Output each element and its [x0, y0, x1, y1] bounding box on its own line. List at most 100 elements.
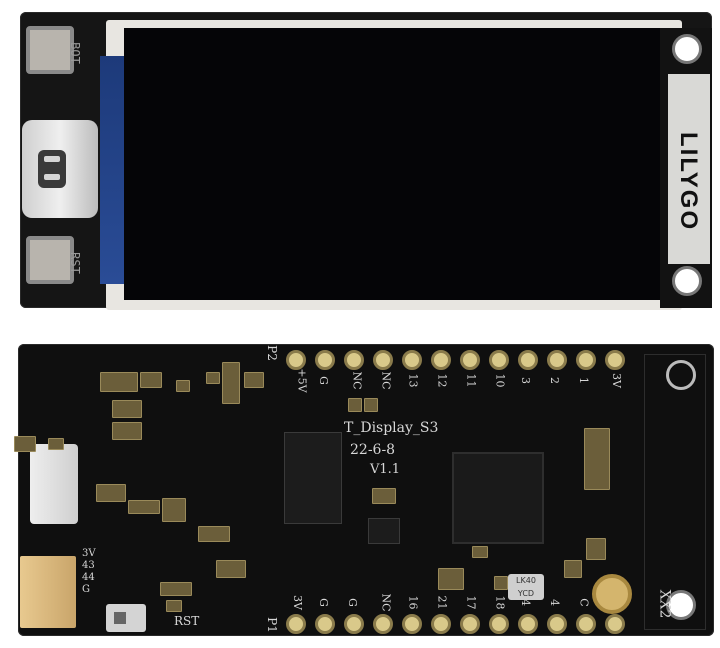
logo-plate	[668, 74, 710, 264]
jst-connector[interactable]	[20, 556, 76, 628]
pin-label: 2	[548, 377, 561, 384]
pin-label: G	[316, 598, 330, 607]
pin-label: 3	[519, 377, 532, 384]
side-pin-label: 44	[82, 572, 95, 583]
smd-part	[348, 398, 362, 412]
pin-label: G	[345, 598, 359, 607]
header-pad	[431, 350, 451, 370]
smd-part	[112, 422, 142, 440]
smd-part	[222, 362, 240, 404]
pin-label: 12	[435, 373, 449, 388]
pin-label: 21	[435, 595, 449, 610]
header-pad	[315, 614, 335, 634]
pin-label: 18	[493, 595, 507, 610]
side-pin-label: 3V	[82, 548, 96, 559]
pin-label: C	[577, 598, 591, 607]
ufl-antenna-connector[interactable]	[592, 574, 632, 614]
header-pad	[489, 614, 509, 634]
smd-part	[162, 498, 186, 522]
header-pad	[460, 350, 480, 370]
antenna-area	[644, 354, 706, 630]
date-text: 22-6-8	[350, 442, 396, 458]
rst-silk-label: RST	[174, 614, 200, 628]
reset-button-label: RST	[67, 252, 82, 274]
smd-part	[372, 488, 396, 504]
pin-label: 13	[406, 373, 420, 388]
smd-part	[564, 560, 582, 578]
mounting-hole	[672, 266, 702, 296]
rst-switch-knob	[114, 612, 126, 624]
smd-part	[176, 380, 190, 392]
usb-connector[interactable]	[30, 444, 78, 524]
header-pad	[402, 350, 422, 370]
pin-label: G	[316, 376, 330, 385]
header-pad	[344, 350, 364, 370]
side-pin-label: G	[82, 584, 90, 595]
smd-part	[14, 436, 36, 452]
side-label: XX2	[656, 589, 673, 619]
pin-label: 11	[464, 373, 478, 388]
smd-part	[584, 428, 610, 490]
usb-c-port[interactable]	[22, 120, 98, 218]
smd-part	[160, 582, 192, 596]
p1-label: P1	[264, 617, 279, 633]
smd-part	[48, 438, 64, 450]
smd-part	[216, 560, 246, 578]
pin-label: 3V	[609, 373, 623, 388]
header-pad	[373, 614, 393, 634]
smd-part	[472, 546, 488, 558]
smd-part	[112, 400, 142, 418]
header-pad	[605, 350, 625, 370]
header-pad	[344, 614, 364, 634]
header-pad	[547, 350, 567, 370]
flash-chip	[284, 432, 342, 524]
brand-logo: LILYGO	[675, 132, 702, 232]
pin-label: 16	[406, 595, 420, 610]
esp32-s3-chip	[452, 452, 544, 544]
antenna-hole	[666, 360, 696, 390]
pin-label: 3V	[290, 595, 304, 610]
small-ic	[368, 518, 400, 544]
mounting-hole	[672, 34, 702, 64]
smd-part	[438, 568, 464, 590]
smd-part	[128, 500, 160, 514]
header-pad	[315, 350, 335, 370]
pin-label: 17	[464, 595, 478, 610]
header-pad	[518, 614, 538, 634]
pin-label: 10	[493, 373, 507, 388]
top-board: LILYGO BOT RST	[20, 12, 712, 310]
model-text: T_Display_S3	[344, 420, 439, 436]
boot-button[interactable]	[26, 26, 74, 74]
header-pad	[431, 614, 451, 634]
pin-label: 4	[519, 599, 532, 606]
smd-part	[206, 372, 220, 384]
rst-switch[interactable]	[106, 604, 146, 632]
pin-label: NC	[379, 593, 393, 612]
smd-part	[586, 538, 606, 560]
smd-part	[140, 372, 162, 388]
header-pad	[373, 350, 393, 370]
pin-label: 1	[577, 377, 590, 384]
boot-button-label: BOT	[67, 42, 82, 64]
header-pad	[518, 350, 538, 370]
smd-part	[364, 398, 378, 412]
side-pin-label: 43	[82, 560, 95, 571]
smd-part	[198, 526, 230, 542]
p2-label: P2	[264, 345, 279, 361]
usb-c-contact	[44, 174, 60, 180]
display-ribbon	[100, 56, 126, 284]
header-pad	[402, 614, 422, 634]
smd-part	[494, 576, 508, 590]
header-pad	[489, 350, 509, 370]
pin-label: 4	[548, 599, 561, 606]
version-text: V1.1	[370, 462, 401, 477]
smd-part	[244, 372, 264, 388]
header-pad	[460, 614, 480, 634]
header-pad	[547, 614, 567, 634]
reset-button[interactable]	[26, 236, 74, 284]
usb-c-contact	[44, 156, 60, 162]
smd-part	[100, 372, 138, 392]
pin-label: NC	[350, 371, 364, 390]
smd-part	[166, 600, 182, 612]
pin-label: NC	[379, 371, 393, 390]
